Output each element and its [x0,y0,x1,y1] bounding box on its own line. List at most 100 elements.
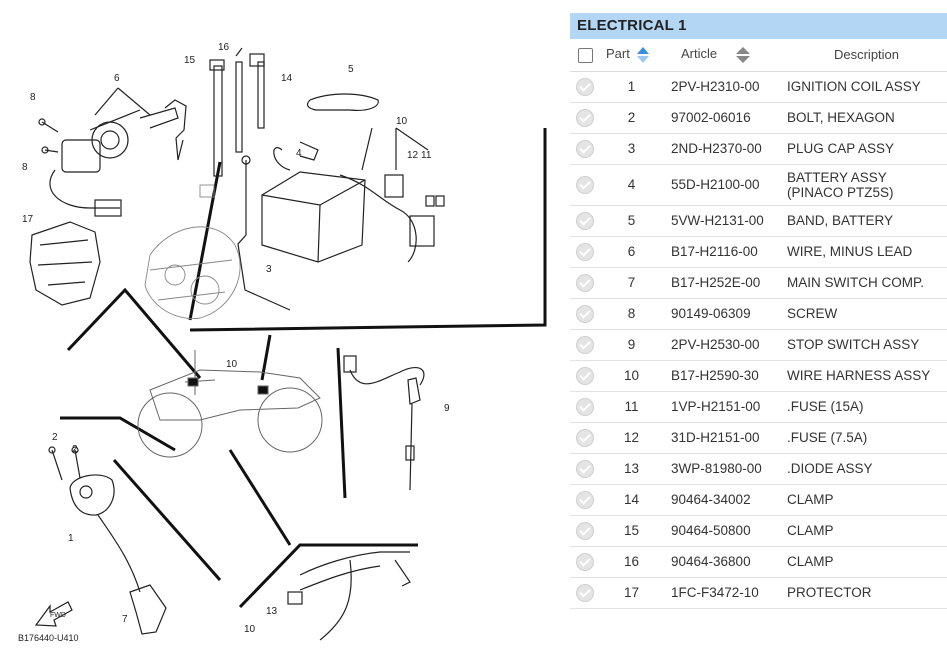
callout: 16 [218,42,230,53]
sort-article-icon[interactable] [735,47,751,64]
row-description: .FUSE (7.5A) [782,422,947,454]
callout: 10 [396,116,408,127]
row-description: BATTERY ASSY (PINACO PTZ5S) [782,164,947,206]
parts-list-panel: ELECTRICAL 1 Part Article [570,13,947,609]
row-check-cell[interactable] [570,71,600,103]
handlebar-drawing [287,551,411,641]
callout: 2 [72,444,78,455]
row-part-number: 4 [600,164,663,206]
callout: 3 [266,264,272,275]
row-check-cell[interactable] [570,205,600,237]
row-part-number: 12 [600,422,663,454]
parts-diagram: FWD 6 8 8 17 16 15 14 5 4 10 12 11 3 10 … [18,42,547,643]
row-check-cell[interactable] [570,329,600,361]
add-to-cart-check-icon[interactable] [576,175,594,194]
add-to-cart-check-icon[interactable] [576,552,594,571]
row-description: IGNITION COIL ASSY [782,71,947,103]
row-article-number: 1FC-F3472-10 [663,577,782,609]
row-description: BAND, BATTERY [782,205,947,237]
row-article-number: 2ND-H2370-00 [663,133,782,165]
callout: 10 [244,624,256,635]
select-all-checkbox[interactable] [577,47,593,63]
row-description: STOP SWITCH ASSY [782,329,947,361]
row-part-number: 17 [600,577,663,609]
add-to-cart-check-icon[interactable] [576,335,594,354]
row-description: WIRE HARNESS ASSY [782,360,947,392]
row-part-number: 14 [600,484,663,516]
row-check-cell[interactable] [570,391,600,423]
row-article-number: 5VW-H2131-00 [663,205,782,237]
clamps-drawing [209,47,265,177]
row-part-number: 5 [600,205,663,237]
row-description: SCREW [782,298,947,330]
row-check-cell[interactable] [570,360,600,392]
row-description: CLAMP [782,546,947,578]
sort-part-icon[interactable] [637,47,650,64]
callout: 10 [226,359,238,370]
row-check-cell[interactable] [570,236,600,268]
add-to-cart-check-icon[interactable] [576,459,594,478]
row-check-cell[interactable] [570,164,600,206]
add-to-cart-check-icon[interactable] [576,273,594,292]
add-to-cart-check-icon[interactable] [576,397,594,416]
callout: 7 [122,614,128,625]
header-part[interactable]: Part [600,39,663,72]
add-to-cart-check-icon[interactable] [576,211,594,230]
header-description: Description [782,39,947,72]
row-check-cell[interactable] [570,102,600,134]
callout: 14 [281,73,293,84]
header-article[interactable]: Article [663,39,782,72]
row-check-cell[interactable] [570,484,600,516]
row-article-number: B17-H2590-30 [663,360,782,392]
row-article-number: 2PV-H2530-00 [663,329,782,361]
row-part-number: 2 [600,102,663,134]
row-check-cell[interactable] [570,298,600,330]
add-to-cart-check-icon[interactable] [576,242,594,261]
add-to-cart-check-icon[interactable] [576,428,594,447]
row-check-cell[interactable] [570,422,600,454]
row-part-number: 15 [600,515,663,547]
row-check-cell[interactable] [570,267,600,299]
row-check-cell[interactable] [570,515,600,547]
row-article-number: 2PV-H2310-00 [663,71,782,103]
add-to-cart-check-icon[interactable] [576,108,594,127]
add-to-cart-check-icon[interactable] [576,521,594,540]
add-to-cart-check-icon[interactable] [576,366,594,385]
add-to-cart-check-icon[interactable] [576,583,594,602]
row-part-number: 9 [600,329,663,361]
add-to-cart-check-icon[interactable] [576,304,594,323]
battery-band-drawing [306,93,379,111]
row-description: .FUSE (15A) [782,391,947,423]
row-check-cell[interactable] [570,453,600,485]
add-to-cart-check-icon[interactable] [576,490,594,509]
header-select-all[interactable] [570,39,600,72]
row-description: .DIODE ASSY [782,453,947,485]
row-description: BOLT, HEXAGON [782,102,947,134]
row-article-number: 90464-34002 [663,484,782,516]
add-to-cart-check-icon[interactable] [576,139,594,158]
row-check-cell[interactable] [570,133,600,165]
row-check-cell[interactable] [570,577,600,609]
row-description: WIRE, MINUS LEAD [782,236,947,268]
add-to-cart-check-icon[interactable] [576,77,594,96]
row-check-cell[interactable] [570,546,600,578]
row-article-number: 1VP-H2151-00 [663,391,782,423]
row-article-number: 97002-06016 [663,102,782,134]
